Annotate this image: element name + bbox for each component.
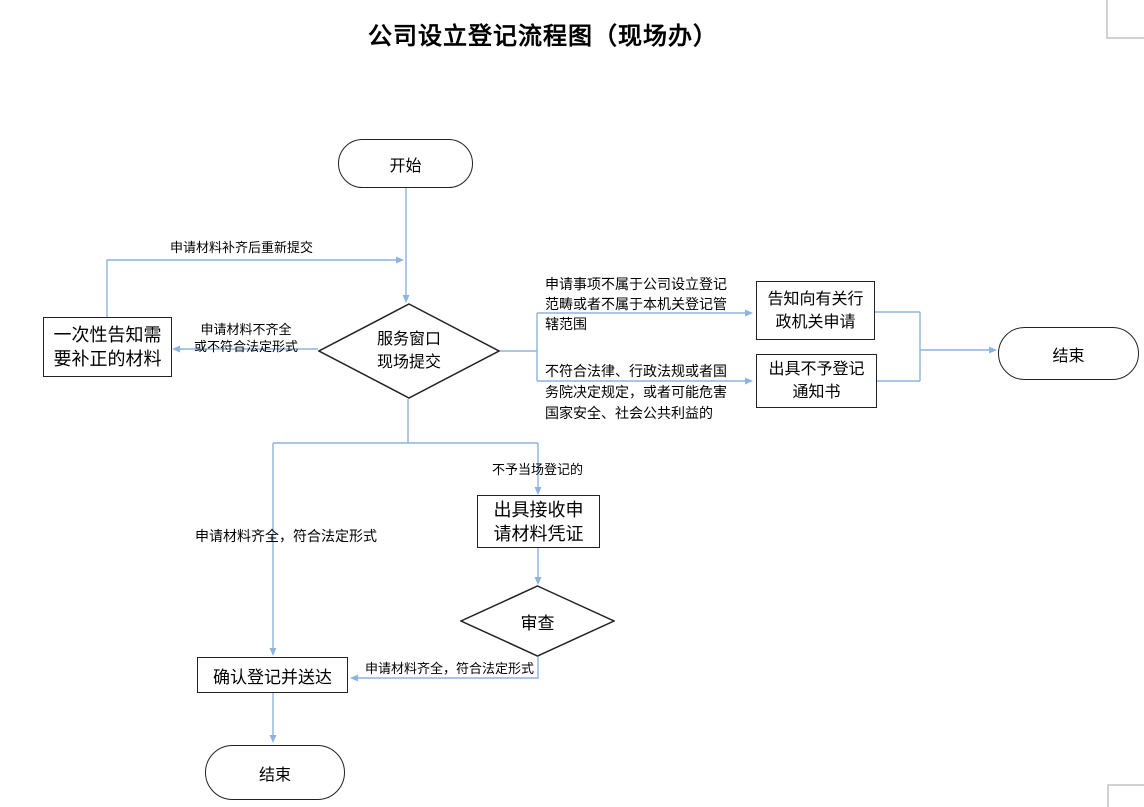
confirm-registration-label: 确认登记并送达 xyxy=(213,667,332,687)
start-node: 开始 xyxy=(338,139,473,188)
rejection-notice-label: 出具不予登记 通知书 xyxy=(768,361,865,401)
edge-label-resubmit: 申请材料补齐后重新提交 xyxy=(170,240,314,255)
page-corner-top-right xyxy=(1106,0,1144,39)
page-corner-bottom-right xyxy=(1107,784,1144,807)
edge-label-incomplete-materials: 申请材料不齐全 或不符合法定形式 xyxy=(193,322,298,354)
edge-label-complete-materials-right: 申请材料齐全，符合法定形式 xyxy=(365,661,535,676)
end-node-bottom: 结束 xyxy=(205,745,345,800)
notify-correction-label: 一次性告知需 要补正的材料 xyxy=(53,325,162,369)
review-decision-diamond: 审查 xyxy=(460,585,615,657)
edge-label-not-onsite-registration: 不予当场登记的 xyxy=(492,462,584,477)
material-receipt-label: 出具接收申 请材料凭证 xyxy=(493,499,584,544)
end-node-right: 结束 xyxy=(998,327,1139,380)
confirm-registration-box: 确认登记并送达 xyxy=(197,657,348,693)
diamond-shape xyxy=(318,303,500,399)
inform-other-authority-label: 告知向有关行 政机关申请 xyxy=(767,290,864,331)
rejection-notice-box: 出具不予登记 通知书 xyxy=(756,354,877,408)
end-right-label: 结束 xyxy=(1052,347,1085,365)
submit-decision-diamond: 服务窗口 现场提交 xyxy=(318,303,500,399)
material-receipt-box: 出具接收申 请材料凭证 xyxy=(477,495,600,548)
submit-diamond-label: 服务窗口 现场提交 xyxy=(376,331,441,371)
flow-connectors xyxy=(106,188,989,735)
edge-label-out-of-scope: 申请事项不属于公司设立登记 范畴或者不属于本机关登记管 辖范围 xyxy=(545,276,727,332)
edge-label-illegal-or-harmful: 不符合法律、行政法规或者国 务院决定规定，或者可能危害 国家安全、社会公共利益的 xyxy=(545,363,727,421)
flow-arrowheads xyxy=(172,256,997,743)
diamond-shape xyxy=(460,585,615,657)
end-bottom-label: 结束 xyxy=(258,766,291,784)
edge-label-complete-materials-left: 申请材料齐全，符合法定形式 xyxy=(195,528,377,544)
inform-other-authority-box: 告知向有关行 政机关申请 xyxy=(756,281,875,340)
review-diamond-label: 审查 xyxy=(520,613,555,633)
notify-correction-box: 一次性告知需 要补正的材料 xyxy=(43,317,172,377)
page-title: 公司设立登记流程图（现场办） xyxy=(368,23,718,50)
start-node-label: 开始 xyxy=(389,157,422,175)
